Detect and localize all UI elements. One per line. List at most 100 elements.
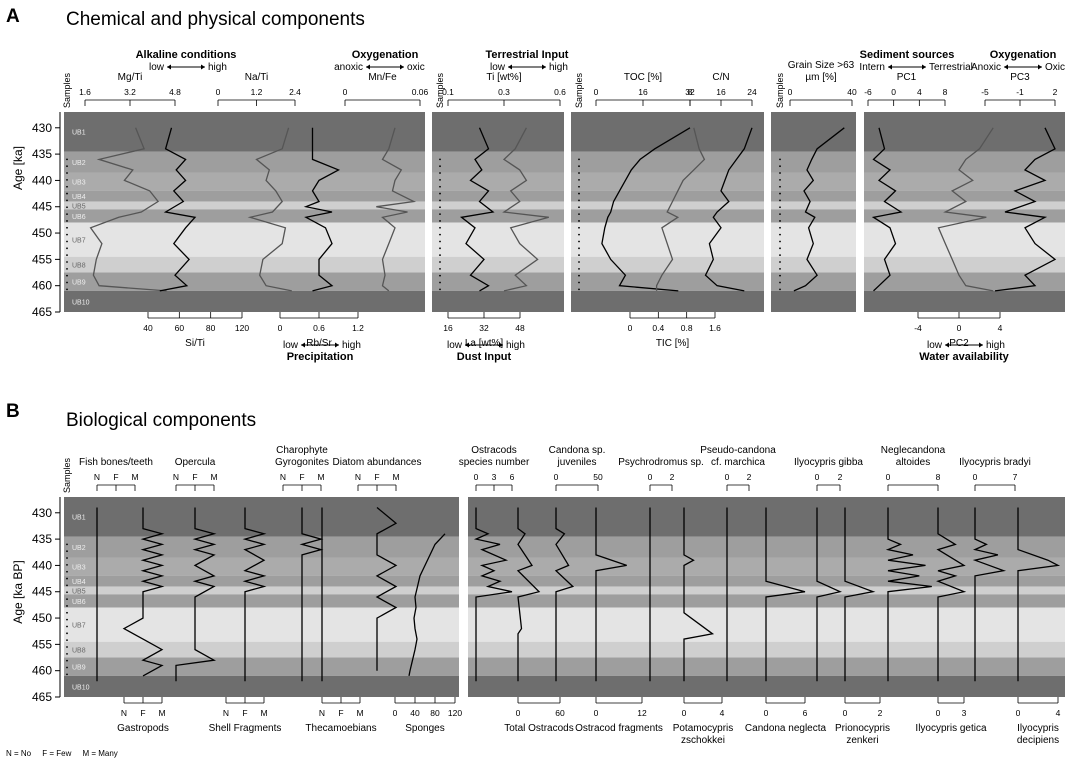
sample-dot [779,178,781,181]
series-line-grain-size-63-m [793,127,845,292]
unit-band-ub2 [771,151,856,173]
series-line-shell-fragments [242,507,267,682]
series-tick-label: 0 [343,87,348,97]
group-low-label: low [490,62,506,73]
series-line-na-ti [247,127,292,292]
sample-dot [66,192,68,195]
series-tick-label: N [121,708,127,718]
series-tick-label: 0 [554,472,559,482]
sample-dot [779,199,781,202]
y-tick-label: 450 [32,226,52,240]
series-tick-label: -1 [1016,87,1024,97]
series-line-total-ostracods [516,507,541,682]
series-tick-label: 2 [1053,87,1058,97]
sample-dot [439,267,441,270]
unit-band-ub5 [468,586,1065,595]
series-name-opercula: Opercula [175,457,216,468]
unit-band-ub10 [571,290,764,312]
unit-label: UB7 [72,623,86,630]
group-low-label: low [149,62,165,73]
series-name-la-wt: La [wt%] [465,338,504,349]
unit-band-ub5 [64,201,425,210]
samples-label: Samples [435,72,445,108]
sample-dot [66,618,68,621]
series-tick-label: M [260,708,267,718]
group-header-dust-input: Dust Input [457,351,512,363]
sample-dot [66,247,68,250]
group-header-precipitation: Precipitation [287,351,354,363]
series-tick-label: 0 [788,87,793,97]
series-name-pc3: PC3 [1010,72,1030,83]
unit-band-ub5 [864,201,1065,210]
sample-dot [66,591,68,594]
unit-band-ub7 [432,222,564,257]
series-tick-label: N [223,708,229,718]
sample-dot [578,226,580,229]
series-name-gastropods: Gastropods [117,723,169,734]
y-tick-label: 460 [32,664,52,678]
series-tick-label: N [319,708,325,718]
y-tick-label: 440 [32,558,52,572]
series-tick-label: 3.2 [124,87,136,97]
series-tick-label: N [94,472,100,482]
series-line-ilyocypris-bradyi [972,507,1007,682]
group-high-label: high [208,62,227,73]
unit-band-ub4 [64,190,425,202]
series-tick-label: 0 [891,87,896,97]
series-tick-label: 120 [235,323,249,333]
group-low-label: low [927,340,943,351]
series-line-prionocypris-zenkeri [844,507,876,682]
unit-band-ub1 [64,497,459,537]
sample-dot [439,233,441,236]
sample-dot [66,254,68,257]
series-tick-label: -5 [981,87,989,97]
series-tick-label: 16 [638,87,648,97]
unit-band-ub10 [864,290,1065,312]
series-name-si-ti: Si/Ti [185,338,205,349]
series-name-mn-fe: Mn/Fe [368,72,397,83]
sample-dot [578,158,580,161]
background-layer [64,112,1065,697]
sample-dot [66,598,68,601]
series-tick-label: 0 [474,472,479,482]
series-tick-label: M [356,708,363,718]
series-tick-label: 1.2 [352,323,364,333]
series-line-toc [601,127,691,292]
unit-label: UB5 [72,588,86,595]
series-name-candona-neglecta: Candona neglecta [745,723,827,734]
unit-band-ub3 [864,172,1065,191]
series-name-neglecandona-altoides: Neglecandona [881,445,946,456]
series-name-total-ostracods: Total Ostracods [504,723,573,734]
sample-dot [439,274,441,277]
series-tick-label: 0.06 [412,87,429,97]
series-tick-label: F [192,472,197,482]
series-tick-label: 2 [670,472,675,482]
y-tick-label: 430 [32,506,52,520]
sample-dot [66,632,68,635]
sample-dot [66,274,68,277]
unit-band-ub8 [64,641,459,658]
unit-band-ub4 [771,190,856,202]
sample-dot [66,550,68,553]
series-name-diatom-abundances: Diatom abundances [333,457,422,468]
series-tick-label: 48 [515,323,525,333]
unit-band-ub9 [771,272,856,291]
series-tick-label: 0 [843,708,848,718]
sample-dot [66,206,68,209]
series-line-c-n [704,127,753,292]
sample-dot [66,611,68,614]
sample-dot [66,172,68,174]
unit-label: UB4 [72,579,86,586]
unit-band-ub8 [864,256,1065,273]
sample-dot [66,199,68,202]
series-name-pc1: PC1 [897,72,917,83]
unit-label: UB8 [72,263,86,270]
series-name-charophyte-gyrogonites: Gyrogonites [275,457,329,468]
unit-band-ub4 [64,575,459,587]
series-tick-label: 60 [175,323,185,333]
sample-dot [439,261,441,263]
series-line-ilyocypris-getica [936,507,967,682]
unit-band-ub1 [432,112,564,152]
sample-dot [66,178,68,181]
sample-dot [66,220,68,222]
